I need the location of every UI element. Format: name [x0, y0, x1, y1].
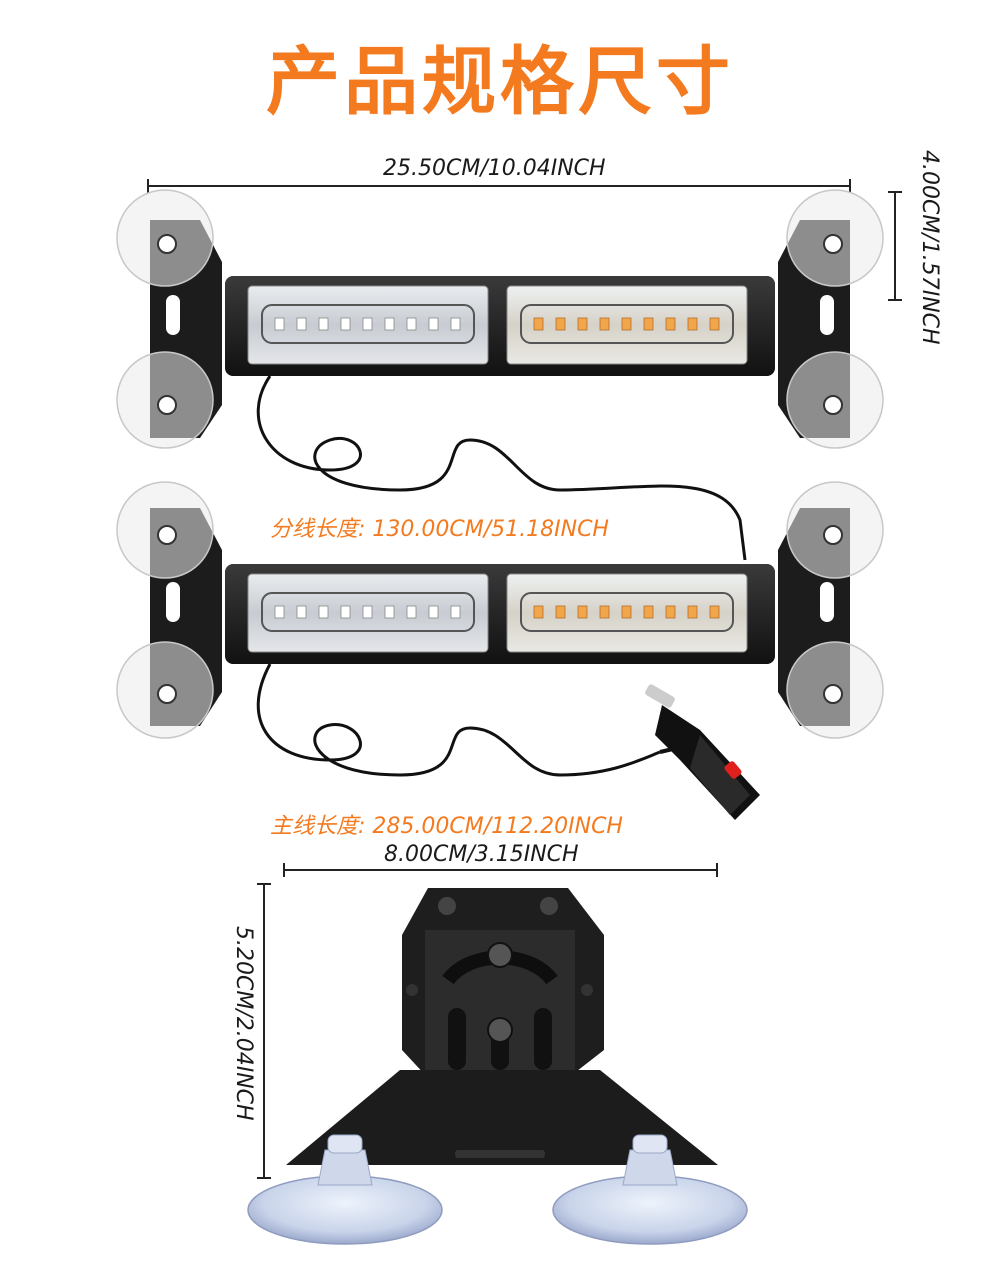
bracket-height-dimension-line — [257, 883, 271, 1179]
bar-height-dimension-line — [888, 191, 902, 301]
page-title: 产品规格尺寸 — [266, 39, 734, 125]
split-cable-length-label: 分线长度: 130.00CM/51.18INCH — [270, 517, 609, 542]
bracket-height-label: 5.20CM/2.04INCH — [231, 926, 256, 1121]
main-cable — [256, 663, 661, 777]
bracket-width-label: 8.00CM/3.15INCH — [384, 842, 579, 867]
bracket-width-dimension-line — [283, 863, 718, 877]
cigarette-lighter-plug — [645, 684, 760, 820]
main-cable-length-label: 主线长度: 285.00CM/112.20INCH — [270, 814, 623, 839]
light-bar-top — [150, 220, 850, 438]
suction-cup-left — [247, 1134, 443, 1245]
suction-cup-right — [552, 1134, 748, 1245]
suction-mount-bracket — [286, 888, 718, 1165]
bar-height-label: 4.00CM/1.57INCH — [917, 150, 942, 345]
bar-length-dimension-line — [147, 179, 851, 193]
split-cable — [256, 375, 747, 561]
bar-length-label: 25.50CM/10.04INCH — [383, 156, 606, 181]
